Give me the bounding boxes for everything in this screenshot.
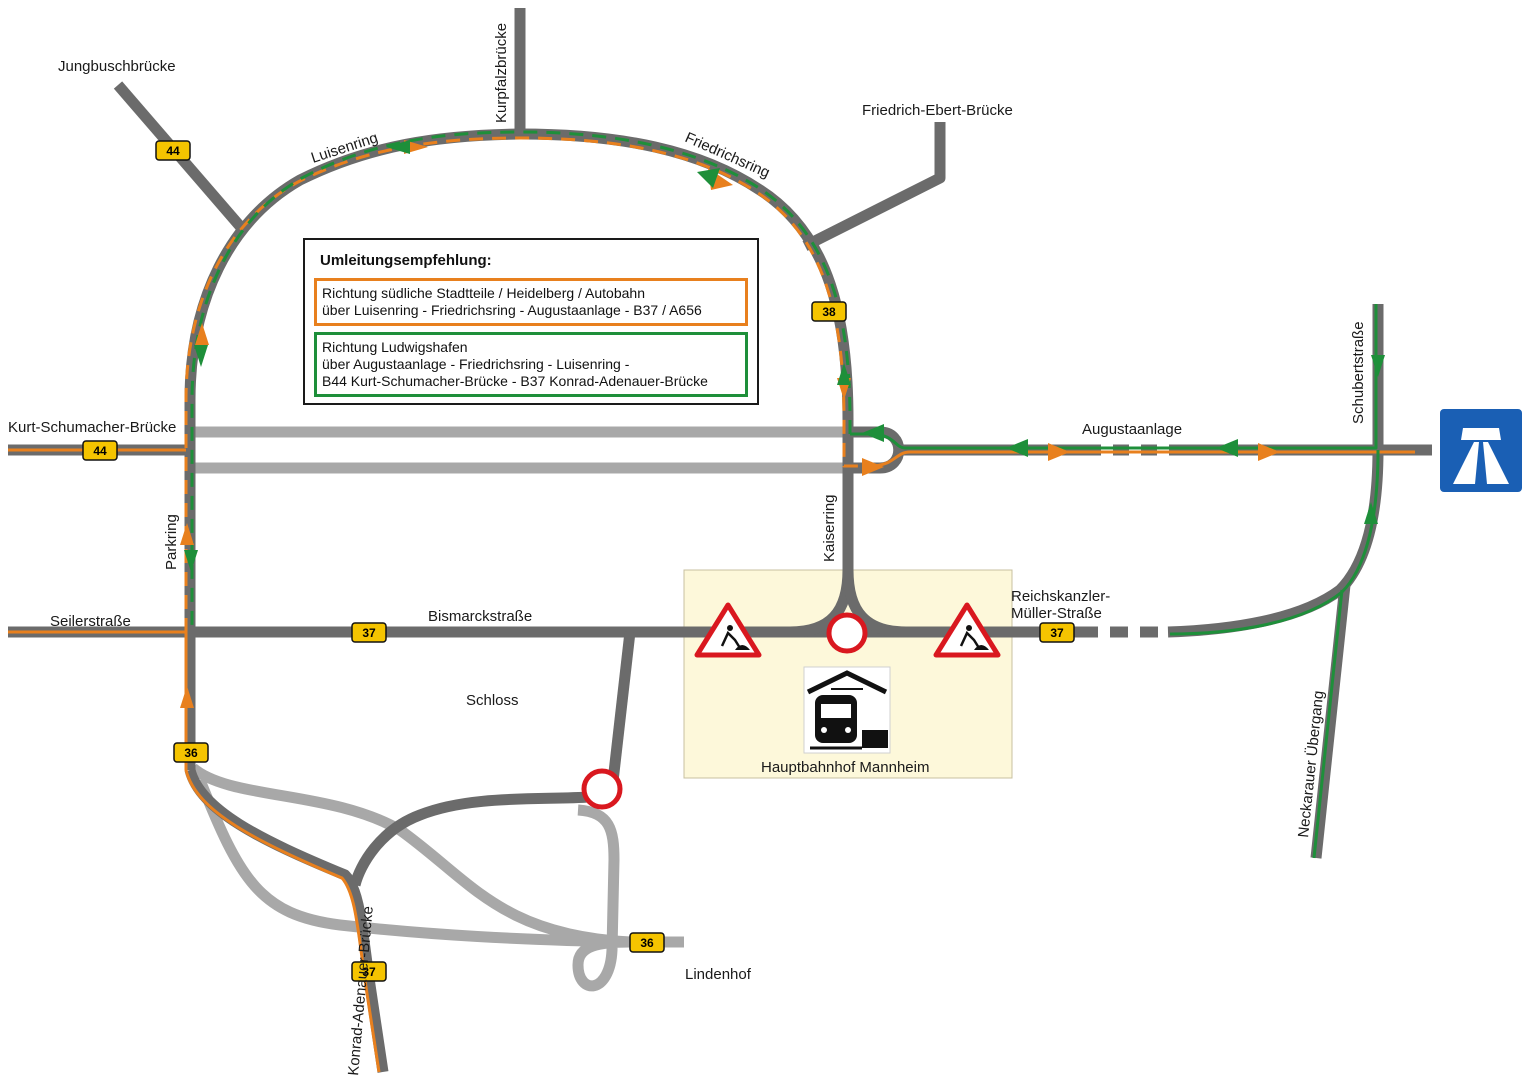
green-arrow [1371,355,1385,377]
green-arrow [1006,439,1028,457]
orange-arrow [862,458,884,476]
label-kaiserring: Kaiserring [821,494,838,562]
route-shield-b44-left: 44 [82,440,118,461]
legend-green-route: Richtung Ludwigshafen über Augustaanlage… [314,332,748,397]
label-jungbuschbruecke: Jungbuschbrücke [58,58,176,75]
route-shield-b36-lindenhof: 36 [629,932,665,953]
light-roads [189,426,848,992]
label-reichskanzler-2: Müller-Straße [1011,605,1102,622]
legend-orange-line2: über Luisenring - Friedrichsring - Augus… [322,302,702,318]
autobahn-icon [1438,407,1524,494]
label-schubertstrasse: Schubertstraße [1350,321,1367,424]
orange-arrow [180,523,194,545]
label-friedrich-ebert-bruecke: Friedrich-Ebert-Brücke [862,102,1013,119]
label-schloss: Schloss [466,692,519,709]
green-arrow [184,550,198,572]
green-arrow [837,363,851,385]
svg-text:37: 37 [362,626,376,640]
roadworks-warning-icon [933,602,1001,658]
no-entry-icon [581,768,623,810]
label-seilerstrasse: Seilerstraße [50,613,131,630]
route-arrows [180,140,1385,708]
route-shield-b37-reichskanzler: 37 [1039,622,1075,643]
label-augustaanlage: Augustaanlage [1082,421,1182,438]
route-shield-b44-top: 44 [155,140,191,161]
legend-orange-route: Richtung südliche Stadtteile / Heidelber… [314,278,748,326]
label-bismarckstrasse: Bismarckstraße [428,608,532,625]
svg-text:44: 44 [166,144,180,158]
label-parkring: Parkring [163,514,180,570]
legend-title: Umleitungsempfehlung: [320,252,492,269]
label-kurt-schumacher-bruecke: Kurt-Schumacher-Brücke [8,419,176,436]
route-shield-b37-bismarck: 37 [351,622,387,643]
green-arrow [1216,439,1238,457]
label-lindenhof: Lindenhof [685,966,752,983]
route-shield-b37-konrad: 37 [351,961,387,982]
roadworks-warning-icon [694,602,762,658]
orange-arrow [180,686,194,708]
svg-text:37: 37 [362,965,376,979]
street-labels: Jungbuschbrücke Kurpfalzbrücke Friedrich… [8,23,1367,1076]
tram-station-icon [803,666,891,754]
legend-orange-line1: Richtung südliche Stadtteile / Heidelber… [322,285,645,301]
svg-text:44: 44 [93,444,107,458]
orange-arrow [1258,443,1280,461]
label-reichskanzler-1: Reichskanzler- [1011,588,1110,605]
svg-text:36: 36 [184,746,198,760]
green-arrow [386,140,410,154]
legend-green-line2: über Augustaanlage - Friedrichsring - Lu… [322,356,630,372]
green-arrow [194,345,208,367]
route-shield-b36-parkring: 36 [173,742,209,763]
green-arrow [862,424,884,442]
legend-green-line3: B44 Kurt-Schumacher-Brücke - B37 Konrad-… [322,373,708,389]
route-shield-b38: 38 [811,301,847,322]
dark-roads [8,8,1432,1073]
no-entry-icon [826,612,868,654]
orange-arrow [1048,443,1070,461]
legend-green-line1: Richtung Ludwigshafen [322,339,468,355]
label-hauptbahnhof: Hauptbahnhof Mannheim [761,759,929,776]
svg-text:38: 38 [822,305,836,319]
svg-text:36: 36 [640,936,654,950]
green-arrow [697,168,720,188]
svg-text:37: 37 [1050,626,1064,640]
orange-arrow [195,323,209,345]
label-kurpfalzbruecke: Kurpfalzbrücke [493,23,510,123]
green-arrow [1364,502,1378,524]
diversion-legend: Umleitungsempfehlung: Richtung südliche … [303,238,759,405]
